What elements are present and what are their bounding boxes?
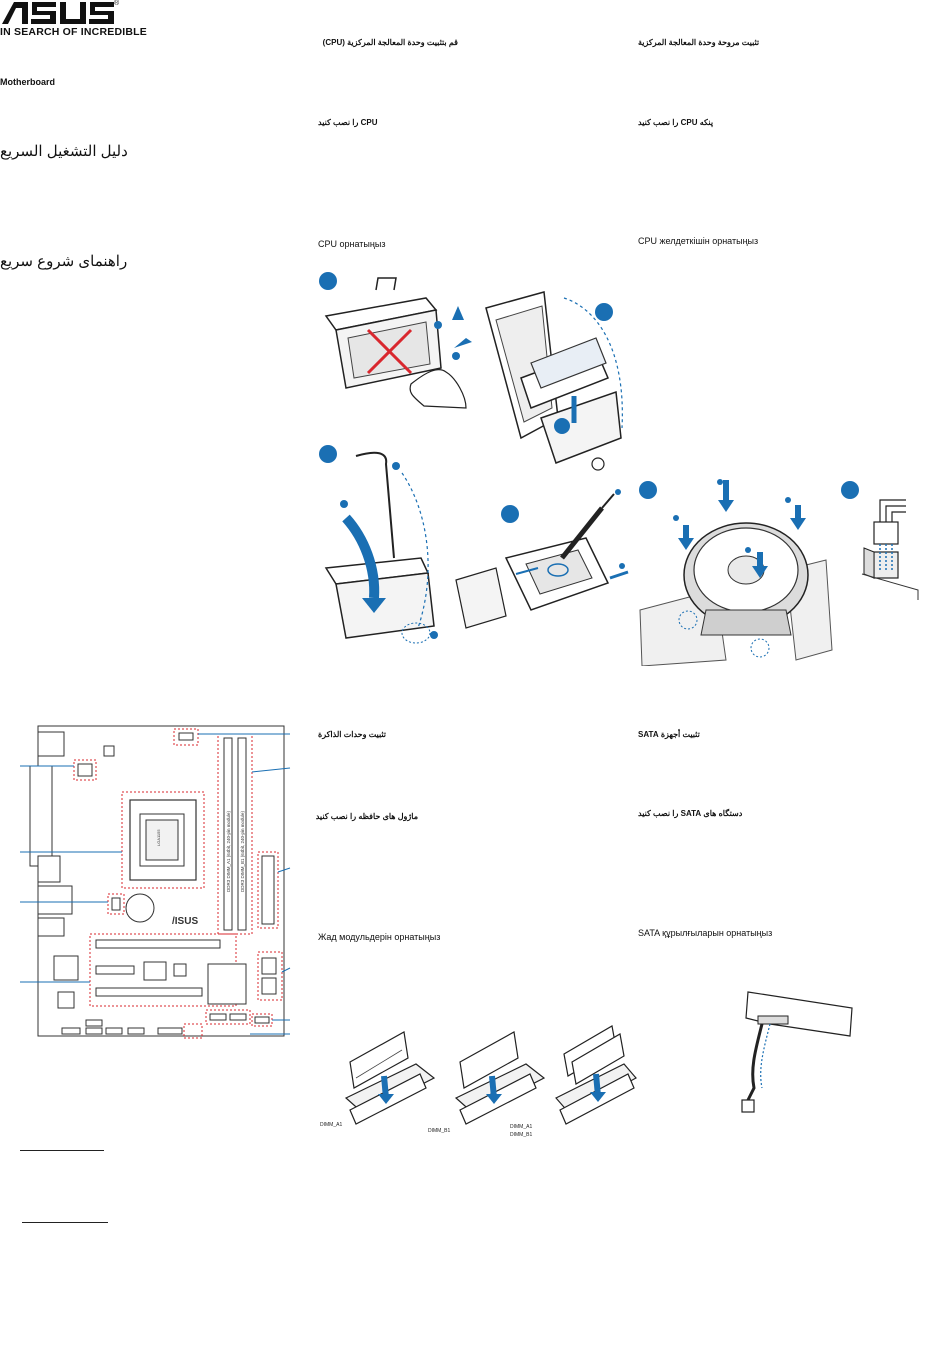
thermal-paste-step4 [455, 489, 629, 629]
signature-line-2 [22, 1222, 108, 1223]
heading-cpu-fan-install-kk: CPU желдеткішін орнатыңыз [638, 236, 759, 246]
heading-cpu-install-fa: CPU را نصب کنید [318, 118, 378, 127]
product-name: Motherboard [0, 77, 55, 87]
dimm-install-b1: DIMM_B1 [428, 1031, 546, 1134]
dimm-install-a1: DIMM_A1 [320, 1031, 436, 1128]
cpu-insert-step2 [485, 291, 623, 471]
arabic-guide-title: دليل التشغيل السريع [0, 143, 128, 160]
cooler-mount [639, 479, 833, 666]
heading-cpu-fan-install-fa: پنکه CPU را نصب کنید [638, 118, 714, 127]
dimm-install-dual: DIMM_A1 DIMM_B1 [510, 1025, 637, 1138]
dimm-a1-board-label: DDR3 DIMM_A1 (64bit, 240-pin module) [226, 810, 231, 892]
cpu-lever-close-step3 [319, 445, 438, 644]
heading-sata-install-fa: دستگاه های SATA را نصب کنید [638, 809, 743, 818]
dimm-b1-board-label: DDR3 DIMM_B1 (64bit, 240-pin module) [240, 810, 245, 892]
memory-label-dimm-b1: DIMM_B1 [428, 1128, 450, 1134]
cpu-socket-open-step1 [319, 272, 472, 409]
memory-label-dimm-a1-dual: DIMM_A1 [510, 1124, 532, 1130]
heading-cpu-fan-install-ar: تثبيت مروحة وحدة المعالجة المركزية [638, 38, 760, 47]
registered-mark: ® [114, 0, 120, 7]
socket-label: LGA1155 [156, 829, 161, 846]
signature-line-1 [20, 1150, 104, 1151]
fan-connector [841, 481, 919, 600]
memory-label-dimm-a1: DIMM_A1 [320, 1122, 342, 1128]
memory-install-illustration: DIMM_A1 DIMM_B1 DIMM_A1 DIMM_B1 [320, 1025, 637, 1138]
cpu-install-illustration [319, 272, 629, 644]
heading-memory-install-ar: تثبيت وحدات الذاكرة [318, 730, 387, 739]
sata-install-illustration [741, 991, 853, 1113]
heading-memory-install-kk: Жад модульдерін орнатыңыз [318, 932, 441, 942]
memory-label-dimm-b1-dual: DIMM_B1 [510, 1132, 532, 1138]
heading-cpu-install-kk: CPU орнатыңыз [318, 239, 386, 249]
persian-guide-title: راهنمای شروع سریع [0, 253, 128, 270]
heading-sata-install-ar: تثبيت أجهزة SATA [638, 730, 700, 739]
heading-memory-install-fa: ماژول های حافظه را نصب کنید [315, 812, 418, 821]
brand-tagline: IN SEARCH OF INCREDIBLE [0, 26, 147, 38]
asus-logo [0, 0, 120, 40]
heading-sata-install-kk: SATA құрылғыларын орнатыңыз [638, 928, 773, 938]
cpu-fan-illustration [639, 479, 919, 666]
motherboard-diagram: LGA1155 /ISUS DDR3 DIMM_A1 (64bit, 240-p… [0, 722, 300, 1044]
heading-cpu-install-ar: قم بتثبيت وحدة المعالجة المركزية (CPU) [322, 38, 458, 47]
board-brand-mark: /ISUS [172, 916, 198, 927]
